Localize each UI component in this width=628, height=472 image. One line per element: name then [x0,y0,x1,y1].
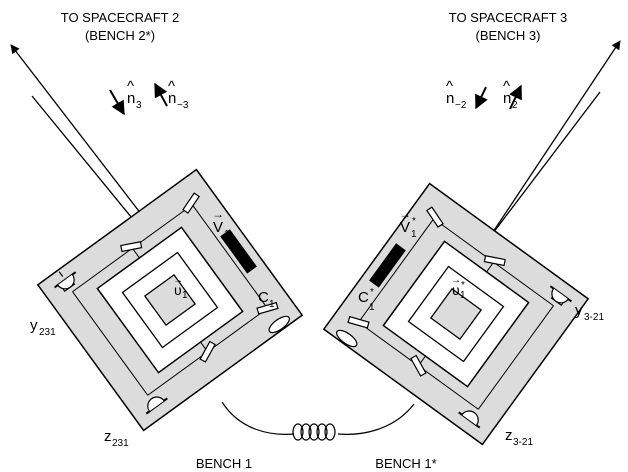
svg-text:→: → [399,207,411,221]
svg-text:^: ^ [446,78,453,95]
bench-2-star-label: (BENCH 2*) [85,28,155,43]
bench-1-photodetector-bottom [145,396,168,415]
n-minus-3-label: n −3 ^ [168,78,189,111]
svg-text:y: y [30,317,38,334]
to-spacecraft-3-label: TO SPACECRAFT 3 [449,10,567,25]
svg-text:3: 3 [136,100,142,111]
bench-1-label: BENCH 1 [196,456,252,471]
svg-text:3-21: 3-21 [584,312,604,323]
c1-star-label: C 1 * [358,287,375,313]
svg-text:−2: −2 [455,100,467,111]
bench-1-star-c1-element [369,243,406,288]
bench-1-proof-mass [143,273,197,327]
bench-1-beam-splitter-top [120,241,143,253]
svg-text:1: 1 [269,299,275,310]
svg-text:2: 2 [512,100,518,111]
svg-text:^: ^ [503,78,510,95]
svg-text:*: * [412,216,416,227]
n3-arrow [109,89,125,116]
svg-text:y: y [575,302,583,319]
bench-1-beam-splitter-bottom [199,340,216,363]
svg-text:υ: υ [174,282,182,298]
svg-text:n: n [127,90,135,107]
svg-text:n: n [446,90,454,107]
bench-1-fiber-coupler [268,315,290,334]
svg-text:1: 1 [369,302,375,313]
svg-text:^: ^ [127,78,134,95]
svg-text:V: V [213,219,223,236]
bench-1-star [322,182,590,446]
bench-1-star-mirror-bottom-left [347,315,370,329]
svg-text:231: 231 [39,327,56,338]
svg-text:C: C [258,289,269,306]
svg-text:231: 231 [112,438,129,449]
svg-text:→: → [212,207,224,221]
svg-text:z: z [505,427,513,444]
bench-1-star-beam-splitter-top [483,255,506,267]
svg-text:1: 1 [411,229,417,240]
bench-1-star-fiber-coupler [336,329,358,348]
fiber-coil [292,423,336,441]
velocity-v1-star-label: V 1 * → [399,207,417,240]
svg-text:*: * [370,287,374,298]
bench-1-star-photodetector-top [549,285,573,304]
optical-fiber [221,401,415,441]
n2-arrow [509,84,522,110]
direction-arrows [109,82,522,116]
svg-text:V: V [400,219,410,236]
svg-text:^: ^ [168,78,175,95]
svg-text:n: n [503,90,511,107]
y231-label: y 231 [30,317,56,338]
proof-mass-velocity-star-label: υ 1 * → [451,275,466,301]
to-spacecraft-2-label: TO SPACECRAFT 2 [61,10,179,25]
n3-label: n 3 ^ [127,78,142,111]
z231-label: z 231 [104,428,129,449]
n-minus-2-arrow [475,86,488,110]
bench-1-mirror-bottom-right [256,301,279,315]
svg-text:−3: −3 [177,100,189,111]
bench-1 [36,168,304,432]
c1-label: C 1 [258,289,275,310]
svg-text:υ: υ [452,282,460,298]
bench-1-star-proof-mass [429,287,483,341]
bench-1-mirror-top-right [182,192,200,214]
z321-label: z 3-21 [505,427,533,448]
svg-text:3-21: 3-21 [513,437,533,448]
bench-1-c1-element [220,229,257,274]
svg-text:z: z [104,428,112,445]
svg-text:1: 1 [182,290,188,301]
svg-text:→: → [173,275,183,286]
n-minus-2-label: n −2 ^ [446,78,467,111]
bench-1-star-photodetector-bottom [458,410,481,429]
n2-label: n 2 ^ [503,78,518,111]
proof-mass-velocity-label: υ 1 → [173,275,188,301]
bench-1-photodetector-top [53,271,77,290]
svg-text:n: n [168,90,176,107]
bench-3-label: (BENCH 3) [475,28,540,43]
svg-text:1: 1 [224,229,230,240]
bench-1-star-label: BENCH 1* [375,456,436,471]
velocity-v1-label: V 1 → [212,207,230,240]
svg-text:→: → [451,275,461,286]
bench-1-star-beam-splitter-bottom [410,354,427,377]
svg-text:*: * [461,280,465,291]
y321-label: y 3-21 [575,302,604,323]
svg-text:1: 1 [460,290,466,301]
bench-1-star-mirror-top-left [426,206,444,228]
svg-text:C: C [358,289,369,306]
n-minus-3-arrow [154,82,168,107]
